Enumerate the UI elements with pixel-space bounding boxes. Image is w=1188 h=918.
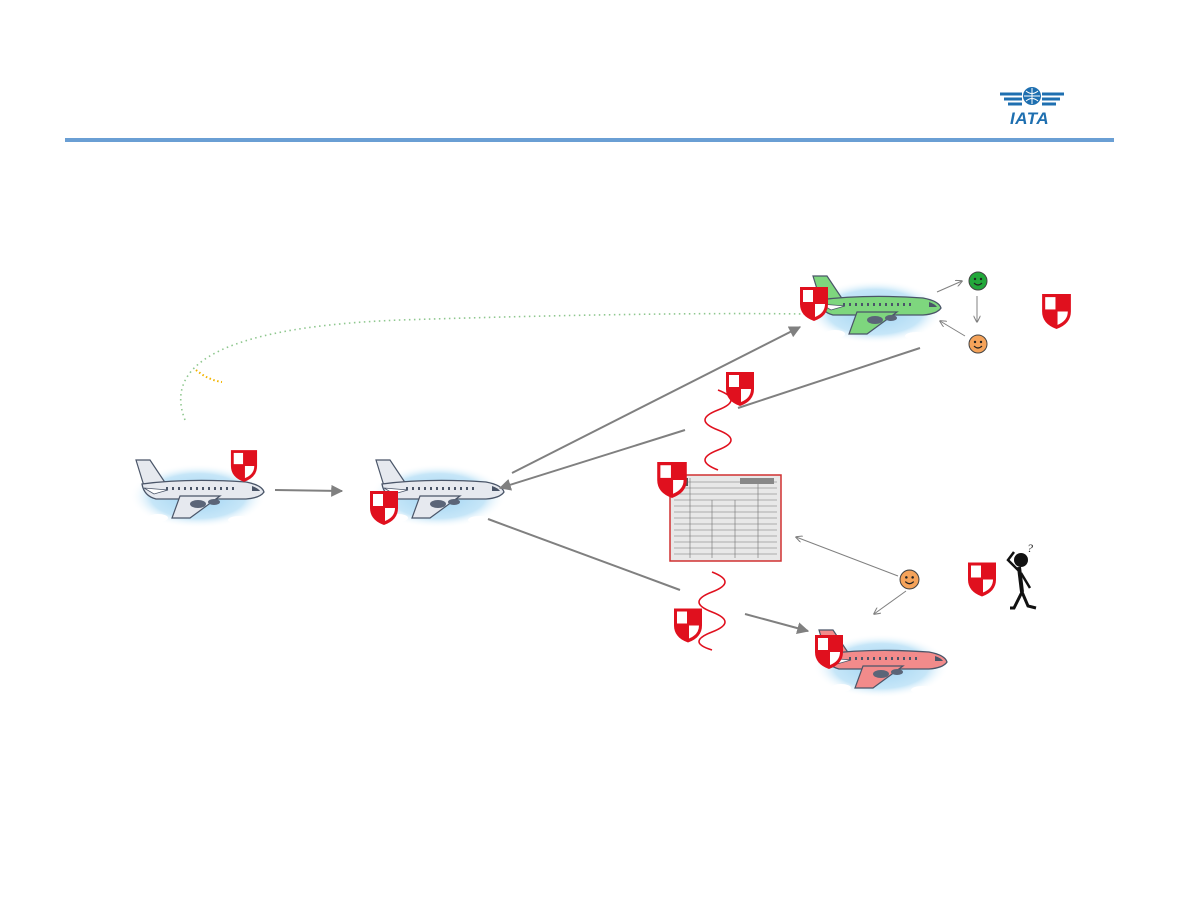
squiggle-lower [698,571,726,651]
green-plane-icon [806,275,944,345]
shield-squiggle-lower-icon [674,608,702,643]
dotted-route-curve [179,312,806,421]
logo-text: IATA [1010,109,1049,128]
stick-figure-icon: ? [1006,541,1037,610]
arrow-person-to-document [796,537,899,577]
iata-logo: IATA [1000,87,1064,128]
dotted-accent [195,369,223,383]
globe-wings-logo-icon [1000,87,1064,106]
document-form-icon [669,474,782,562]
shield-person-icon [968,562,996,597]
arrow-return-segment [737,347,921,409]
arrow-return-to-hub [498,429,686,491]
arrow-hub-to-green [511,326,802,474]
header-rule [65,138,1114,142]
arrow-origin-to-hub [274,484,344,497]
arrow-to-pink [744,613,810,634]
smiley-orange-top-icon [968,334,988,354]
squiggle-upper [704,389,732,471]
smiley-green-icon [968,271,988,291]
shield-standalone-icon [1042,294,1071,329]
arrow-smiley-to-plane [940,321,966,337]
question-mark: ? [1027,541,1033,555]
arrow-person-to-pink [874,590,907,614]
arrow-hub-to-pink-segment [487,518,681,591]
arrow-plane-to-smiley [936,281,962,293]
smiley-orange-bottom-icon [899,569,920,590]
